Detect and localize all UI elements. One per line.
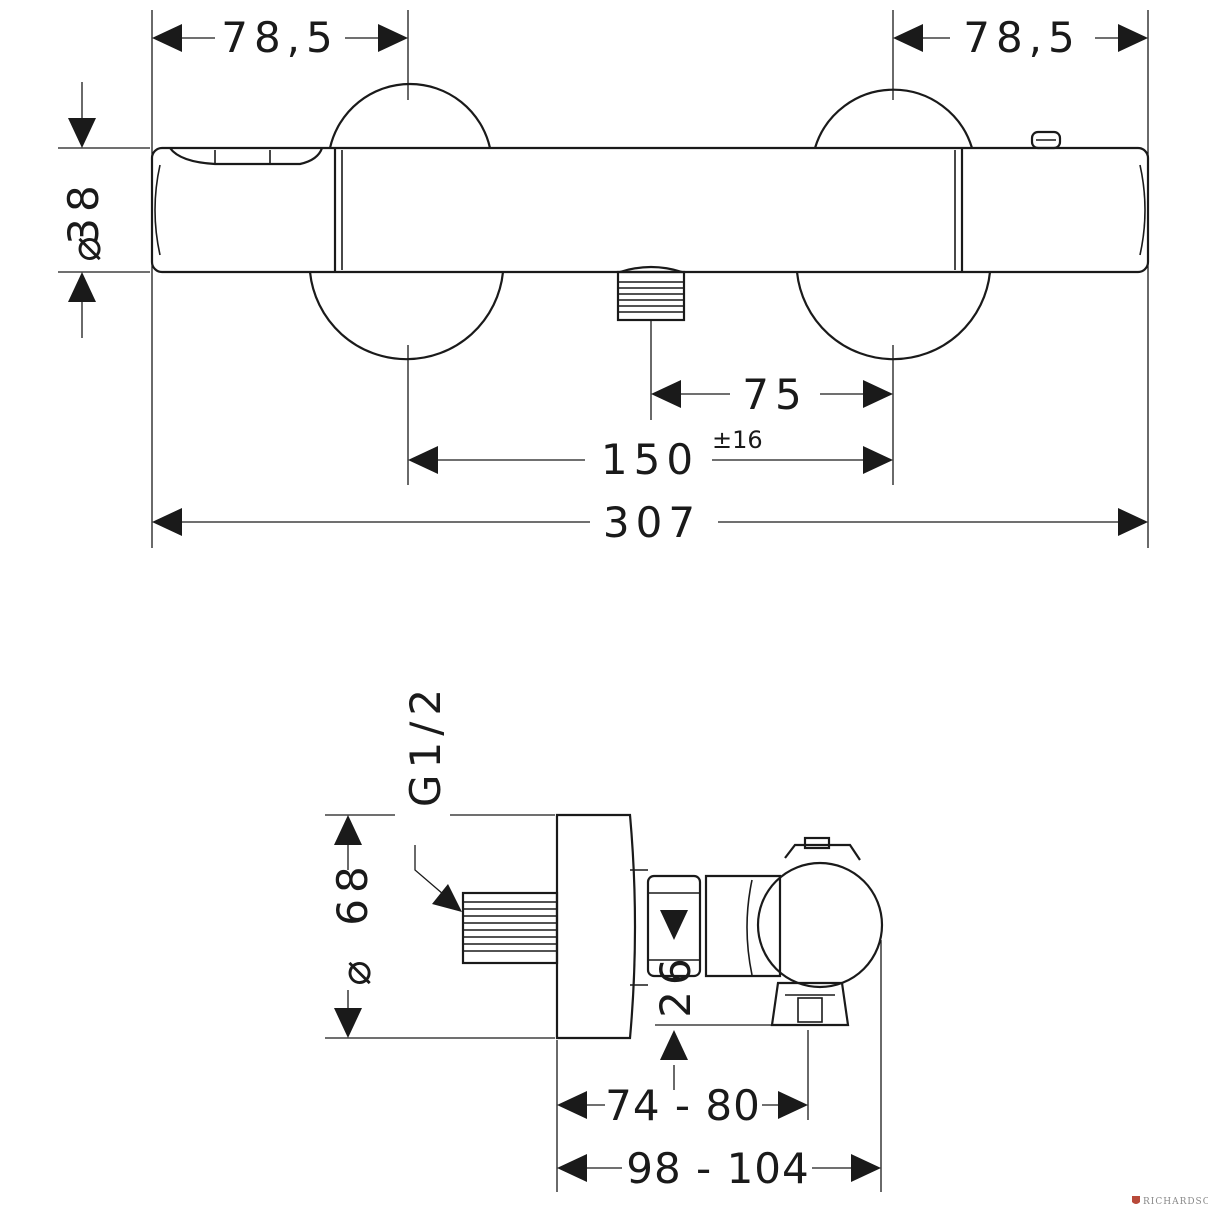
mixer-body	[150, 146, 1150, 274]
dim-depth-long: 98 - 104	[557, 1144, 881, 1193]
threaded-connector	[461, 891, 559, 965]
outlet-connector-side	[770, 981, 850, 1027]
right-rosette	[813, 88, 974, 149]
dim-depth-short-label: 74 - 80	[605, 1081, 761, 1130]
shield-icon	[1132, 1196, 1140, 1204]
watermark: RICHARDSON	[1132, 1196, 1208, 1207]
handle-side	[756, 861, 884, 989]
dim-overall-label: 307	[603, 498, 701, 547]
connection-nut	[630, 869, 702, 986]
outlet-connector	[616, 265, 686, 322]
dim-outlet-spacing: 75	[651, 370, 893, 419]
left-rosette	[328, 82, 492, 149]
mixer-body-side	[704, 874, 782, 978]
dim-centers: 150 ±16	[408, 426, 893, 484]
diameter-symbol: ⌀	[61, 230, 110, 261]
dim-outlet-spacing-label: 75	[742, 370, 807, 419]
temperature-handle-notch	[169, 147, 324, 166]
dim-centers-tolerance: ±16	[712, 426, 763, 454]
dim-rosette-diameter-label: 68	[328, 860, 377, 925]
wall-rosette-side	[555, 813, 637, 1040]
watermark-text: RICHARDSON	[1143, 1197, 1208, 1207]
dim-overall: 307	[152, 498, 1148, 547]
dim-thread-label: G1/2	[401, 683, 450, 807]
dim-centers-label: 150	[601, 435, 699, 484]
dim-rosette-diameter: 68 ⌀	[328, 815, 380, 1038]
dim-depth-short: 74 - 80	[557, 1081, 808, 1130]
safety-stop-button	[1030, 130, 1062, 150]
dim-outlet-height: 26	[651, 910, 700, 1060]
dim-left-offset-label: 78,5	[221, 13, 339, 62]
dim-depth-long-label: 98 - 104	[626, 1144, 809, 1193]
dim-thread: G1/2	[401, 683, 462, 912]
top-view: 78,5 78,5 38 ⌀	[58, 10, 1150, 548]
dim-bar-diameter-label: 38	[59, 179, 108, 244]
dim-right-offset-label: 78,5	[963, 13, 1081, 62]
dim-right-offset: 78,5	[893, 13, 1148, 62]
dim-left-offset: 78,5	[152, 13, 408, 62]
dim-outlet-height-label: 26	[651, 952, 700, 1017]
side-view: G1/2 68 ⌀ 26	[325, 683, 884, 1193]
dim-bar-diameter: 38 ⌀	[59, 82, 110, 338]
diameter-symbol-side: ⌀	[331, 954, 380, 985]
